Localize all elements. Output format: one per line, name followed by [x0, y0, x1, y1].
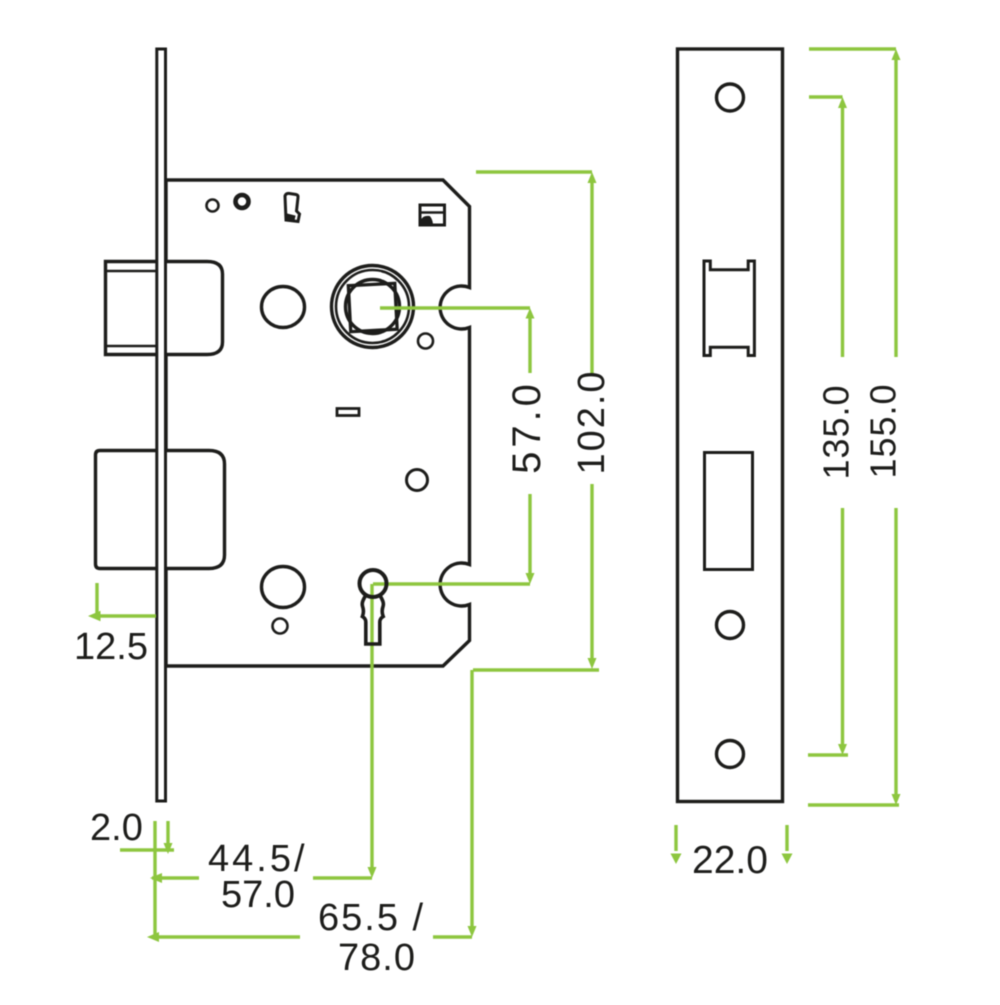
svg-text:155.0: 155.0	[863, 383, 904, 478]
svg-text:57.0: 57.0	[505, 380, 549, 474]
svg-text:2.0: 2.0	[90, 807, 143, 849]
svg-text:135.0: 135.0	[816, 384, 857, 479]
svg-text:65.5 /: 65.5 /	[318, 897, 425, 939]
svg-text:44.5/: 44.5/	[208, 838, 308, 880]
svg-text:102.0: 102.0	[571, 369, 613, 474]
svg-text:78.0: 78.0	[338, 937, 416, 979]
svg-text:22.0: 22.0	[692, 839, 768, 882]
svg-text:57.0: 57.0	[221, 874, 295, 916]
svg-text:12.5: 12.5	[74, 626, 148, 668]
